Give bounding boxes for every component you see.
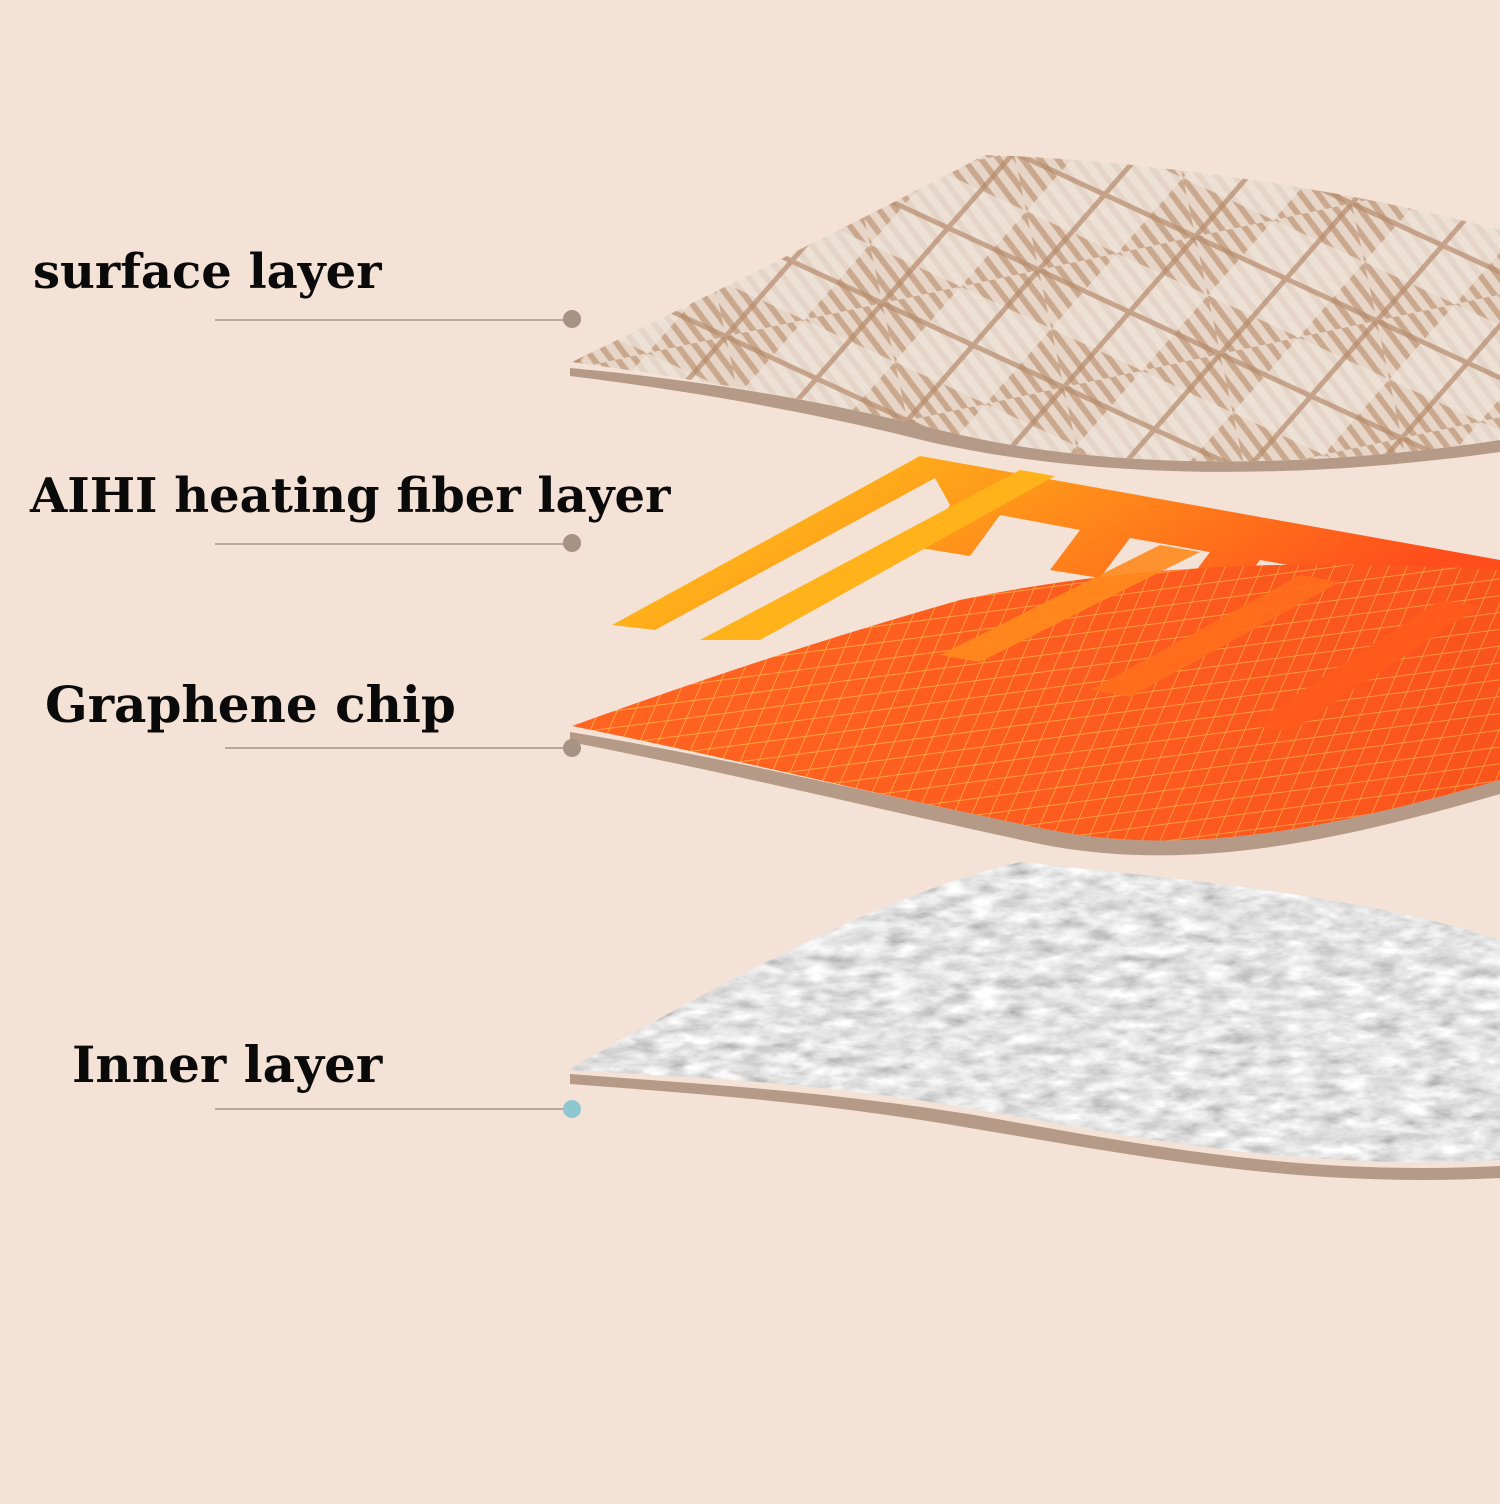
inner-layer-sheet xyxy=(568,862,1500,1180)
leader-dot-graphene xyxy=(563,739,581,757)
leader-dot-surface xyxy=(563,310,581,328)
leader-dot-heating xyxy=(563,534,581,552)
leader-lines xyxy=(215,310,581,1118)
heating-fiber-layer-label: AIHI heating fiber layer xyxy=(30,468,671,524)
graphene-chip-label: Graphene chip xyxy=(45,675,456,734)
graphene-chip-sheet xyxy=(570,545,1500,856)
leader-dot-inner xyxy=(563,1100,581,1118)
inner-layer-label: Inner layer xyxy=(72,1035,383,1094)
surface-layer-sheet xyxy=(570,155,1500,472)
surface-layer-label: surface layer xyxy=(33,244,382,300)
heating-fiber-sheet xyxy=(612,456,1500,640)
